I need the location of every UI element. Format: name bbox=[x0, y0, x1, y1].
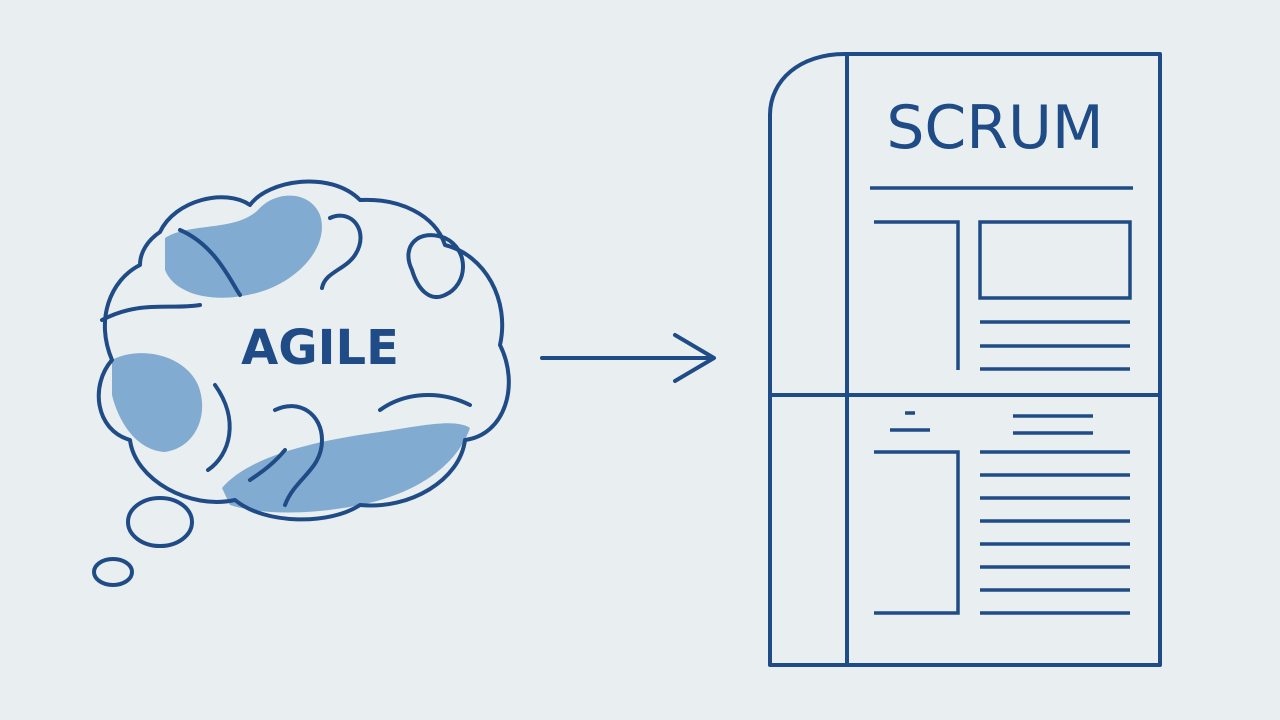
image-placeholder bbox=[978, 220, 1132, 300]
cloud-squiggle-6 bbox=[273, 404, 324, 507]
thought-bubble-large bbox=[126, 496, 194, 548]
thought-label: AGILE bbox=[241, 320, 399, 376]
cloud-blob-bottom bbox=[222, 423, 470, 513]
arrow-head bbox=[673, 333, 716, 383]
document-frame bbox=[768, 52, 1162, 667]
cloud-squiggle-3 bbox=[406, 233, 465, 299]
cloud-outline bbox=[96, 179, 511, 522]
thought-bubble-small bbox=[92, 557, 134, 587]
thought-cloud: AGILE bbox=[92, 179, 511, 587]
scrum-document: SCRUM bbox=[768, 52, 1162, 667]
cloud-squiggle-7 bbox=[378, 393, 472, 412]
bottom-bracket bbox=[874, 450, 960, 615]
cloud-blob-left bbox=[112, 353, 203, 452]
cloud-squiggle-8 bbox=[248, 448, 287, 482]
document-title: SCRUM bbox=[886, 93, 1103, 163]
cloud-blob-top bbox=[165, 195, 322, 298]
transition-arrow bbox=[540, 333, 716, 383]
top-bracket bbox=[874, 220, 960, 370]
cloud-squiggle-5 bbox=[206, 383, 232, 472]
cloud-squiggle-2 bbox=[320, 213, 363, 290]
cloud-squiggle-1 bbox=[178, 228, 242, 297]
cloud-squiggle-4 bbox=[100, 303, 202, 322]
